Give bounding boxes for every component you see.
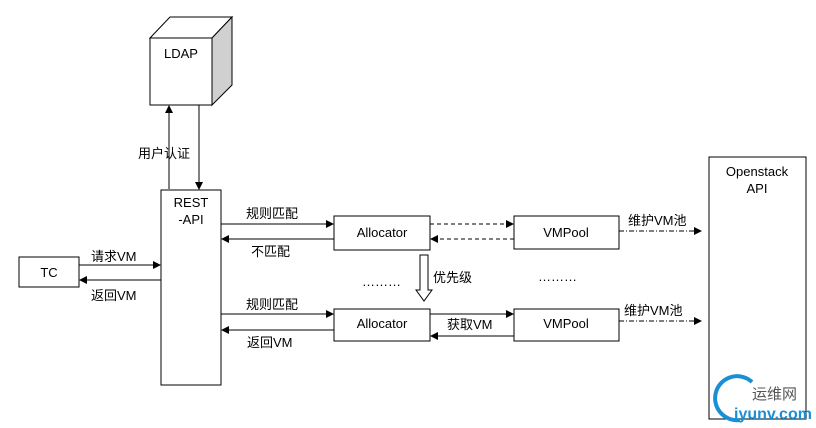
allocator-1-label: Allocator <box>357 225 408 240</box>
rest-api-node <box>160 189 222 386</box>
openstack-label-2: API <box>747 181 768 196</box>
vmpool-1-node <box>513 215 620 250</box>
ldap-label: LDAP <box>164 46 198 61</box>
maintain-pool-2-label: 维护VM池 <box>624 303 683 318</box>
priority-label: 优先级 <box>433 270 472 285</box>
allocator-2-node <box>333 308 431 342</box>
vmpool-1-label: VMPool <box>543 225 589 240</box>
return-vm-tc-label: 返回VM <box>91 288 137 303</box>
allocator-2-label: Allocator <box>357 316 408 331</box>
no-match-label: 不匹配 <box>251 244 290 259</box>
priority-arrow <box>415 254 433 302</box>
rest-api-label-1: REST <box>174 195 209 210</box>
rule-match-2-label: 规则匹配 <box>246 297 298 312</box>
user-auth-label: 用户认证 <box>138 146 190 161</box>
watermark-logo: 运维网 iyunv.com <box>713 374 812 423</box>
rest-api-label-2: -API <box>178 212 203 227</box>
maintain-pool-1-label: 维护VM池 <box>628 213 687 228</box>
tc-node <box>18 256 80 288</box>
ellipsis-1: ……… <box>362 274 401 289</box>
get-vm-label: 获取VM <box>447 317 493 332</box>
request-vm-label: 请求VM <box>91 249 137 264</box>
vmpool-2-node <box>513 308 620 342</box>
ellipsis-2: ……… <box>538 269 577 284</box>
tc-label: TC <box>40 265 57 280</box>
rule-match-1-label: 规则匹配 <box>246 206 298 221</box>
ldap-node: LDAP <box>148 15 234 107</box>
vmpool-2-label: VMPool <box>543 316 589 331</box>
watermark-cn: 运维网 <box>752 386 797 403</box>
return-vm-alloc-label: 返回VM <box>247 335 293 350</box>
watermark-url: iyunv.com <box>734 406 812 423</box>
openstack-api-node <box>708 156 807 420</box>
allocator-1-node <box>333 215 431 251</box>
openstack-label-1: Openstack <box>726 164 789 179</box>
